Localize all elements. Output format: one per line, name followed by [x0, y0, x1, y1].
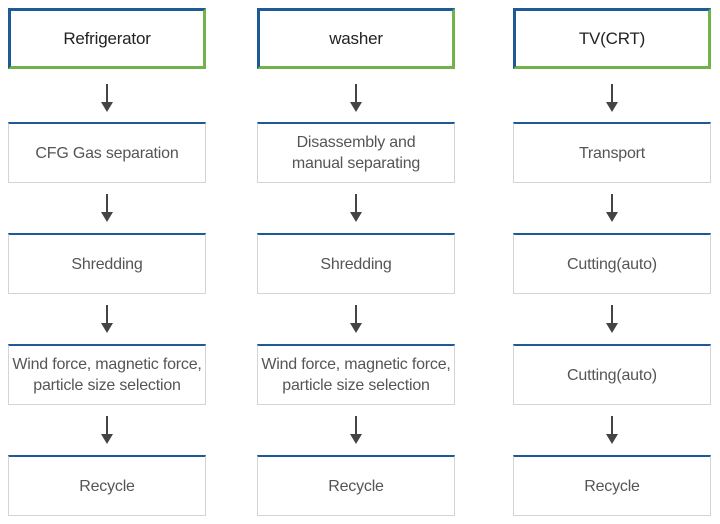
down-arrow-icon — [606, 84, 618, 114]
column-refrigerator: Refrigerator CFG Gas separation Shreddin… — [8, 0, 208, 524]
down-arrow-icon — [606, 416, 618, 446]
step-label: Recycle — [584, 477, 640, 495]
down-arrow-icon — [350, 194, 362, 224]
column-title: TV(CRT) — [578, 29, 646, 48]
process-step: Wind force, magnetic force, particle siz… — [257, 344, 455, 405]
process-step: Transport — [513, 122, 711, 183]
down-arrow-icon — [350, 305, 362, 335]
column-tv-crt: TV(CRT) Transport Cutting(auto) Cutting(… — [513, 0, 713, 524]
down-arrow-icon — [101, 416, 113, 446]
step-label: Cutting(auto) — [567, 255, 657, 273]
process-step: Wind force, magnetic force, particle siz… — [8, 344, 206, 405]
column-title: Refrigerator — [63, 29, 151, 48]
process-step: Recycle — [257, 455, 455, 516]
step-label: Shredding — [71, 255, 143, 273]
column-title: washer — [329, 29, 383, 48]
process-step: Cutting(auto) — [513, 344, 711, 405]
step-label: Wind force, magnetic force, particle siz… — [12, 356, 202, 394]
down-arrow-icon — [101, 194, 113, 224]
process-step: Cutting(auto) — [513, 233, 711, 294]
down-arrow-icon — [101, 305, 113, 335]
step-label: Cutting(auto) — [567, 366, 657, 384]
process-step: Shredding — [8, 233, 206, 294]
step-label: Recycle — [328, 477, 384, 495]
down-arrow-icon — [606, 305, 618, 335]
process-step: Recycle — [8, 455, 206, 516]
column-header: washer — [257, 8, 455, 69]
step-label: CFG Gas separation — [35, 144, 179, 162]
down-arrow-icon — [606, 194, 618, 224]
column-header: Refrigerator — [8, 8, 206, 69]
step-label: Transport — [578, 144, 646, 162]
process-step: Shredding — [257, 233, 455, 294]
step-label: Disassembly and manual separating — [291, 134, 421, 172]
step-label: Wind force, magnetic force, particle siz… — [261, 356, 451, 394]
down-arrow-icon — [350, 84, 362, 114]
down-arrow-icon — [350, 416, 362, 446]
column-header: TV(CRT) — [513, 8, 711, 69]
step-label: Recycle — [79, 477, 135, 495]
column-washer: washer Disassembly and manual separating… — [257, 0, 457, 524]
process-step: Disassembly and manual separating — [257, 122, 455, 183]
process-step: Recycle — [513, 455, 711, 516]
process-step: CFG Gas separation — [8, 122, 206, 183]
down-arrow-icon — [101, 84, 113, 114]
step-label: Shredding — [320, 255, 392, 273]
